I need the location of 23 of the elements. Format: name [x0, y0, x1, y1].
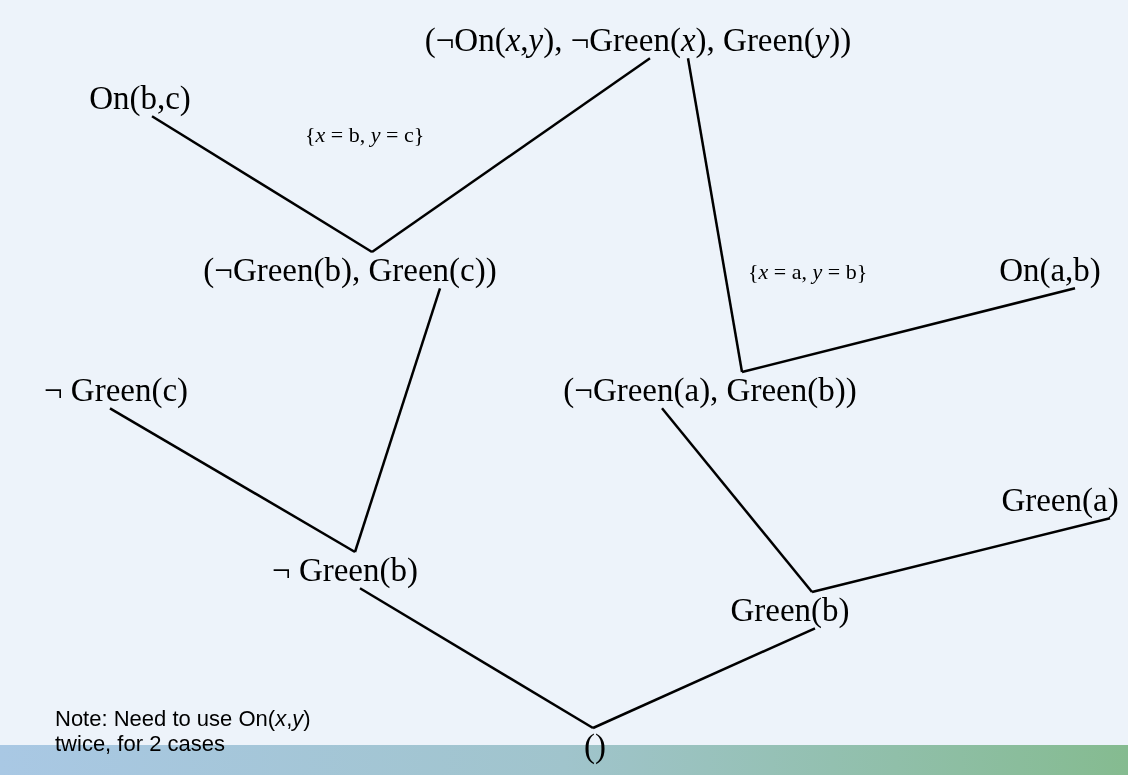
connector-line — [686, 58, 744, 373]
connector-line — [353, 287, 442, 553]
clause-text: ¬ Green(b) — [272, 552, 418, 589]
connector-line — [359, 587, 594, 730]
connector-line — [741, 287, 1076, 374]
substitution-label: {x = a, y = b} — [748, 258, 868, 286]
clause-text: (¬Green(b), Green(c)) — [203, 252, 497, 289]
clause-text: (¬Green(a), Green(b)) — [563, 372, 857, 409]
clause-text: (¬On(x,y), ¬Green(x), Green(y)) — [424, 22, 852, 59]
connector-line — [592, 627, 816, 730]
connector-line — [109, 407, 356, 554]
clause-text: On(b,c) — [89, 80, 191, 117]
connector-line — [661, 407, 813, 593]
clause-text: Green(b) — [730, 592, 850, 629]
clause-text: ¬ Green(c) — [43, 372, 189, 409]
clause-text: Green(a) — [1001, 482, 1119, 519]
substitution-label: {x = b, y = c} — [305, 121, 425, 149]
connector-line — [151, 115, 373, 254]
note-text: Note: Need to use On(x,y) twice, for 2 cases — [55, 706, 312, 757]
connector-line — [811, 517, 1111, 594]
clause-text: () — [584, 728, 606, 765]
connector-line — [371, 57, 651, 254]
clause-text: On(a,b) — [999, 252, 1101, 289]
